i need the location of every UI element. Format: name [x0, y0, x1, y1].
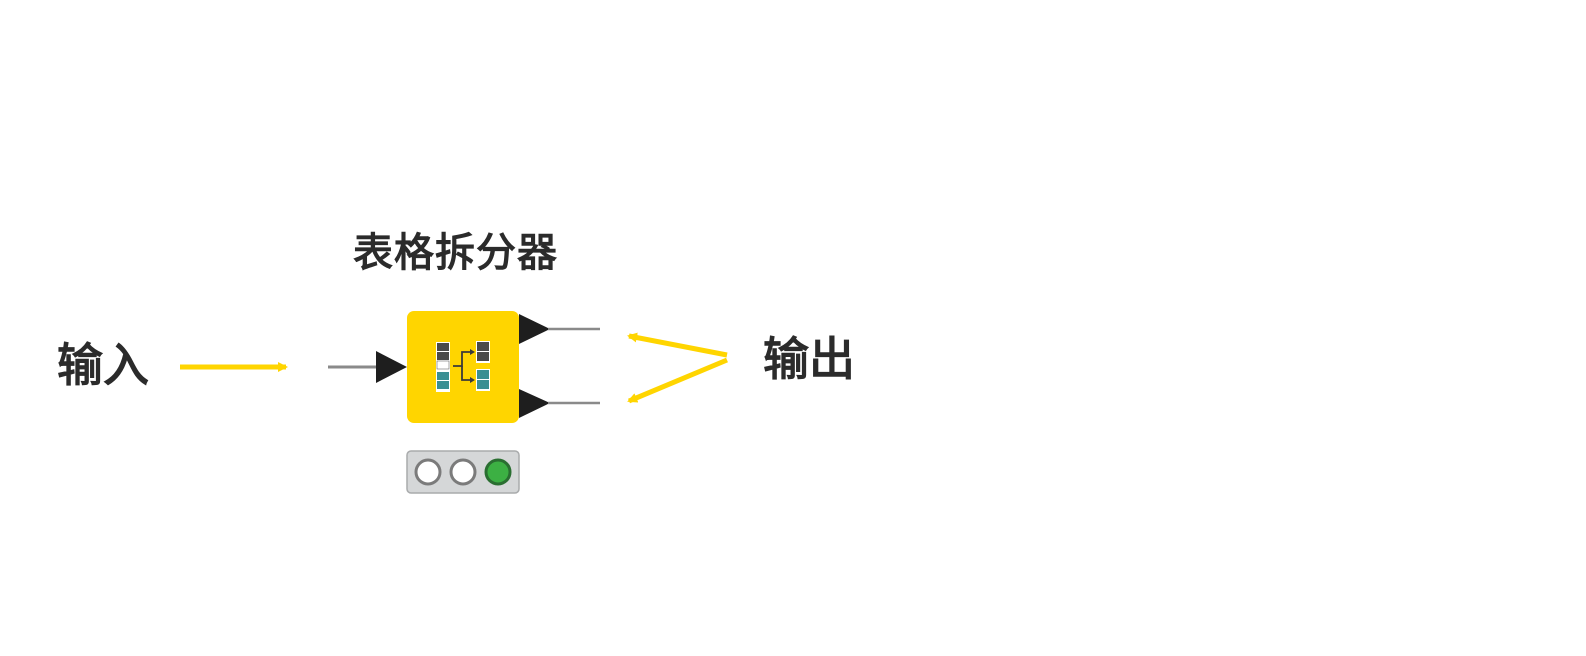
- input-label: 输入: [57, 338, 149, 392]
- output-port-top[interactable]: [519, 314, 550, 344]
- output-label: 输出: [763, 332, 855, 386]
- table-splitter-icon: [436, 341, 490, 392]
- output-annotation-arrow-top: [627, 332, 728, 358]
- input-port[interactable]: [376, 351, 407, 383]
- table-splitter-node[interactable]: [407, 311, 519, 423]
- output-annotation-arrow-bottom: [627, 357, 728, 404]
- node-status-indicator: [406, 450, 520, 494]
- status-light-executed: [484, 458, 512, 486]
- status-light-configured: [449, 458, 477, 486]
- status-light-idle: [414, 458, 442, 486]
- node-title: 表格拆分器: [353, 230, 558, 276]
- output-port-bottom[interactable]: [519, 389, 550, 418]
